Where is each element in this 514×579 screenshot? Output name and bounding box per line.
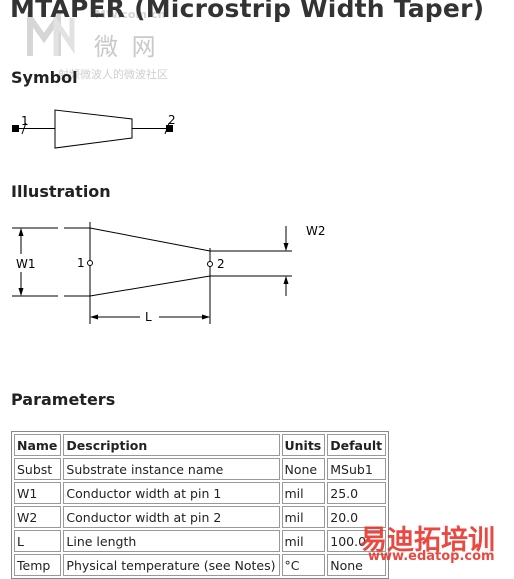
cell-units: °C <box>281 554 326 576</box>
pin2-square <box>166 125 173 132</box>
illustration-diagram: W1 1 2 L W2 <box>12 222 326 324</box>
cell-description: Conductor width at pin 2 <box>63 506 280 528</box>
cell-description: Physical temperature (see Notes) <box>63 554 280 576</box>
cell-units: mil <box>281 482 326 504</box>
watermark-logo-icon <box>27 12 75 56</box>
table-row: Subst Substrate instance name None MSub1 <box>14 458 387 480</box>
cell-name: Subst <box>14 458 62 480</box>
pin1-square <box>12 125 19 132</box>
taper-top-slope <box>89 227 211 252</box>
watermark-slogan: 射频微波人的微波社区 <box>58 68 168 81</box>
cell-name: W1 <box>14 482 62 504</box>
cell-name: W2 <box>14 506 62 528</box>
w1-arrow-up <box>18 228 24 236</box>
cell-default: 25.0 <box>327 482 387 504</box>
cell-description: Conductor width at pin 1 <box>63 482 280 504</box>
col-header-description: Description <box>63 434 280 456</box>
table-row: Temp Physical temperature (see Notes) °C… <box>14 554 387 576</box>
parameters-table: Name Description Units Default Subst Sub… <box>11 431 390 579</box>
pin2-marker <box>207 261 213 267</box>
cell-units: None <box>281 458 326 480</box>
symbol-diagram: 1 2 <box>12 109 176 149</box>
section-heading-illustration: Illustration <box>11 182 111 201</box>
w1-arrow-down <box>18 288 24 296</box>
section-heading-parameters: Parameters <box>11 390 116 409</box>
cell-name: Temp <box>14 554 62 576</box>
cell-default: MSub1 <box>327 458 387 480</box>
illus-pin1-label: 1 <box>77 256 85 270</box>
l-arrow-right <box>202 314 210 320</box>
w2-label: W2 <box>306 224 326 238</box>
watermark-site-logo: 易迪拓培训 <box>360 525 495 556</box>
cell-name: L <box>14 530 62 552</box>
cell-units: mil <box>281 506 326 528</box>
table-row: W2 Conductor width at pin 2 mil 20.0 <box>14 506 387 528</box>
section-heading-symbol: Symbol <box>11 68 78 87</box>
table-header-row: Name Description Units Default <box>14 434 387 456</box>
cell-description: Substrate instance name <box>63 458 280 480</box>
col-header-units: Units <box>281 434 326 456</box>
pin1-marker <box>87 260 93 266</box>
illus-pin2-label: 2 <box>217 257 225 271</box>
l-arrow-left <box>90 314 98 320</box>
watermark-brand-cn: 微 网 <box>94 33 159 61</box>
watermark-brand-text: MW.com.cn <box>95 8 166 21</box>
symbol-pin2-label: 2 <box>168 113 176 127</box>
cell-default: 100.0 <box>327 530 387 552</box>
table-row: L Line length mil 100.0 <box>14 530 387 552</box>
taper-body-shape <box>54 109 133 149</box>
cell-default: 20.0 <box>327 506 387 528</box>
w1-label: W1 <box>16 257 36 271</box>
w2-arrow-up <box>283 276 289 284</box>
page-title: MTAPER (Microstrip Width Taper) <box>10 0 485 23</box>
cell-description: Line length <box>63 530 280 552</box>
taper-bottom-slope <box>89 275 211 297</box>
col-header-default: Default <box>327 434 387 456</box>
table-row: W1 Conductor width at pin 1 mil 25.0 <box>14 482 387 504</box>
col-header-name: Name <box>14 434 62 456</box>
w2-arrow-down <box>283 243 289 251</box>
cell-units: mil <box>281 530 326 552</box>
watermark-site-url: www.edatop.com <box>368 549 495 564</box>
l-label: L <box>145 310 152 324</box>
pin1-tick <box>21 122 27 135</box>
symbol-pin1-label: 1 <box>21 114 29 128</box>
